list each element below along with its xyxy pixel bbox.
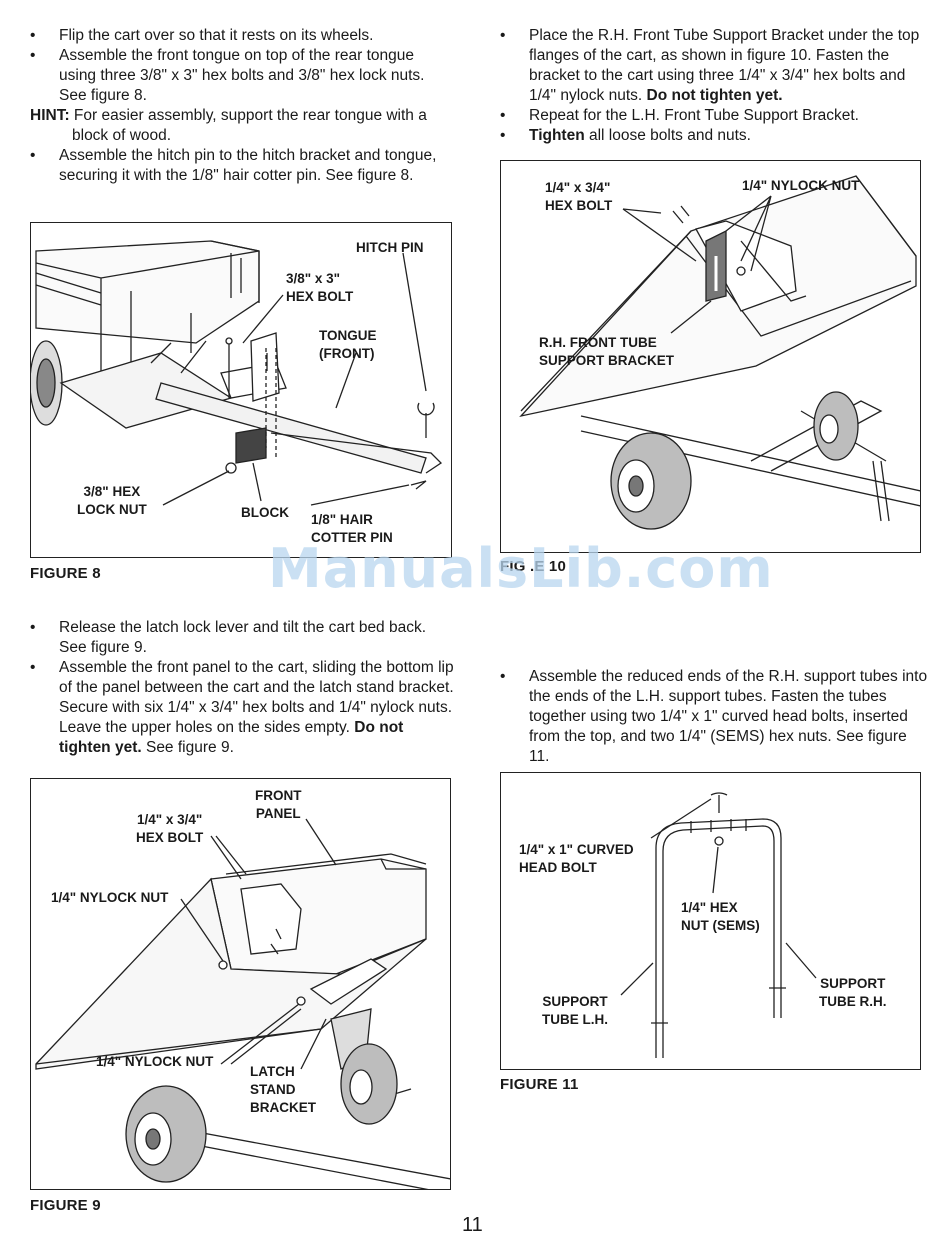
hex-bolt-callout: 1/4" x 3/4" HEX BOLT [136, 812, 204, 845]
instruction-item: Repeat for the L.H. Front Tube Support B… [500, 106, 930, 126]
instruction-item: Assemble the hitch pin to the hitch brac… [30, 146, 455, 186]
nylock-nut-top-callout: 1/4" NYLOCK NUT [51, 890, 169, 905]
curved-bolt-callout: 1/4" x 1" CURVED HEAD BOLT [519, 842, 634, 875]
front-panel-callout: FRONT PANEL [255, 788, 302, 821]
instruction-list: Assemble the reduced ends of the R.H. su… [500, 667, 930, 767]
instruction-text: Place the R.H. Front Tube Support Bracke… [529, 27, 920, 104]
left-mid-text: Release the latch lock lever and tilt th… [30, 618, 455, 758]
manualslib-watermark: ManualsLib.com [268, 537, 774, 600]
figure-10-drawing [519, 175, 920, 530]
bracket-callout: R.H. FRONT TUBE SUPPORT BRACKET [539, 335, 675, 368]
figure-8-caption: FIGURE 8 [30, 565, 101, 582]
instruction-warning: Do not tighten yet. [646, 87, 783, 104]
instruction-list: Release the latch lock lever and tilt th… [30, 618, 455, 758]
instruction-item: Tighten all loose bolts and nuts. [500, 126, 930, 146]
figure-9-drawing [35, 818, 450, 1189]
figure-9-diagram: FRONT PANEL 1/4" x 3/4" HEX BOLT 1/4" NY… [30, 778, 451, 1190]
right-top-text: Place the R.H. Front Tube Support Bracke… [500, 26, 930, 146]
instruction-item: Assemble the front tongue on top of the … [30, 46, 455, 106]
instruction-item: Release the latch lock lever and tilt th… [30, 618, 455, 658]
instruction-item: Assemble the reduced ends of the R.H. su… [500, 667, 930, 767]
instruction-text: Assemble the front panel to the cart, sl… [59, 659, 454, 736]
instruction-list: Place the R.H. Front Tube Support Bracke… [500, 26, 930, 146]
hint-text: For easier assembly, support the rear to… [69, 107, 427, 144]
page-number: 11 [462, 1214, 483, 1236]
support-tube-rh-callout: SUPPORT TUBE R.H. [819, 976, 887, 1009]
cotter-pin-callout: 1/8" HAIR COTTER PIN [311, 512, 393, 545]
instruction-text: all loose bolts and nuts. [584, 127, 751, 144]
figure-11-caption: FIGURE 11 [500, 1076, 579, 1093]
hex-nut-callout: 1/4" HEX NUT (SEMS) [681, 900, 760, 933]
hex-bolt-callout: 1/4" x 3/4" HEX BOLT [545, 180, 613, 213]
hint-label: HINT: [30, 107, 70, 124]
block-callout: BLOCK [241, 505, 289, 520]
nylock-nut-bottom-callout: 1/4" NYLOCK NUT [96, 1054, 214, 1069]
instruction-list: Flip the cart over so that it rests on i… [30, 26, 455, 106]
nylock-nut-callout: 1/4" NYLOCK NUT [742, 178, 860, 193]
latch-bracket-callout: LATCH STAND BRACKET [250, 1064, 316, 1115]
figure-8-diagram: HITCH PIN 3/8" x 3" HEX BOLT TONGUE (FRO… [30, 222, 452, 558]
instruction-item: Assemble the front panel to the cart, sl… [30, 658, 455, 758]
figure-9-caption: FIGURE 9 [30, 1197, 101, 1214]
figure-10-diagram: 1/4" x 3/4" HEX BOLT 1/4" NYLOCK NUT R.H… [500, 160, 921, 553]
figure-11-drawing [620, 792, 817, 1058]
instruction-list: Assemble the hitch pin to the hitch brac… [30, 146, 455, 186]
lock-nut-callout: 3/8" HEX LOCK NUT [77, 484, 147, 517]
left-top-text: Flip the cart over so that it rests on i… [30, 26, 455, 186]
instruction-item: Place the R.H. Front Tube Support Bracke… [500, 26, 930, 106]
instruction-item: Flip the cart over so that it rests on i… [30, 26, 455, 46]
instruction-warning: Do not tighten yet. [59, 719, 404, 756]
figure-11-diagram: 1/4" x 1" CURVED HEAD BOLT 1/4" HEX NUT … [500, 772, 921, 1070]
hint-paragraph: HINT: For easier assembly, support the r… [30, 106, 455, 146]
figure-8-drawing [31, 240, 443, 506]
support-tube-lh-callout: SUPPORT TUBE L.H. [542, 994, 608, 1027]
instruction-emphasis: Tighten [529, 127, 585, 144]
figure-10-caption: FIG .E 10 [500, 558, 566, 575]
instruction-text: See figure 9. [141, 739, 234, 756]
right-mid-text: Assemble the reduced ends of the R.H. su… [500, 667, 930, 767]
hex-bolt-callout: 3/8" x 3" HEX BOLT [286, 271, 354, 304]
tongue-callout: TONGUE (FRONT) [319, 328, 377, 361]
hitch-pin-callout: HITCH PIN [356, 240, 424, 255]
